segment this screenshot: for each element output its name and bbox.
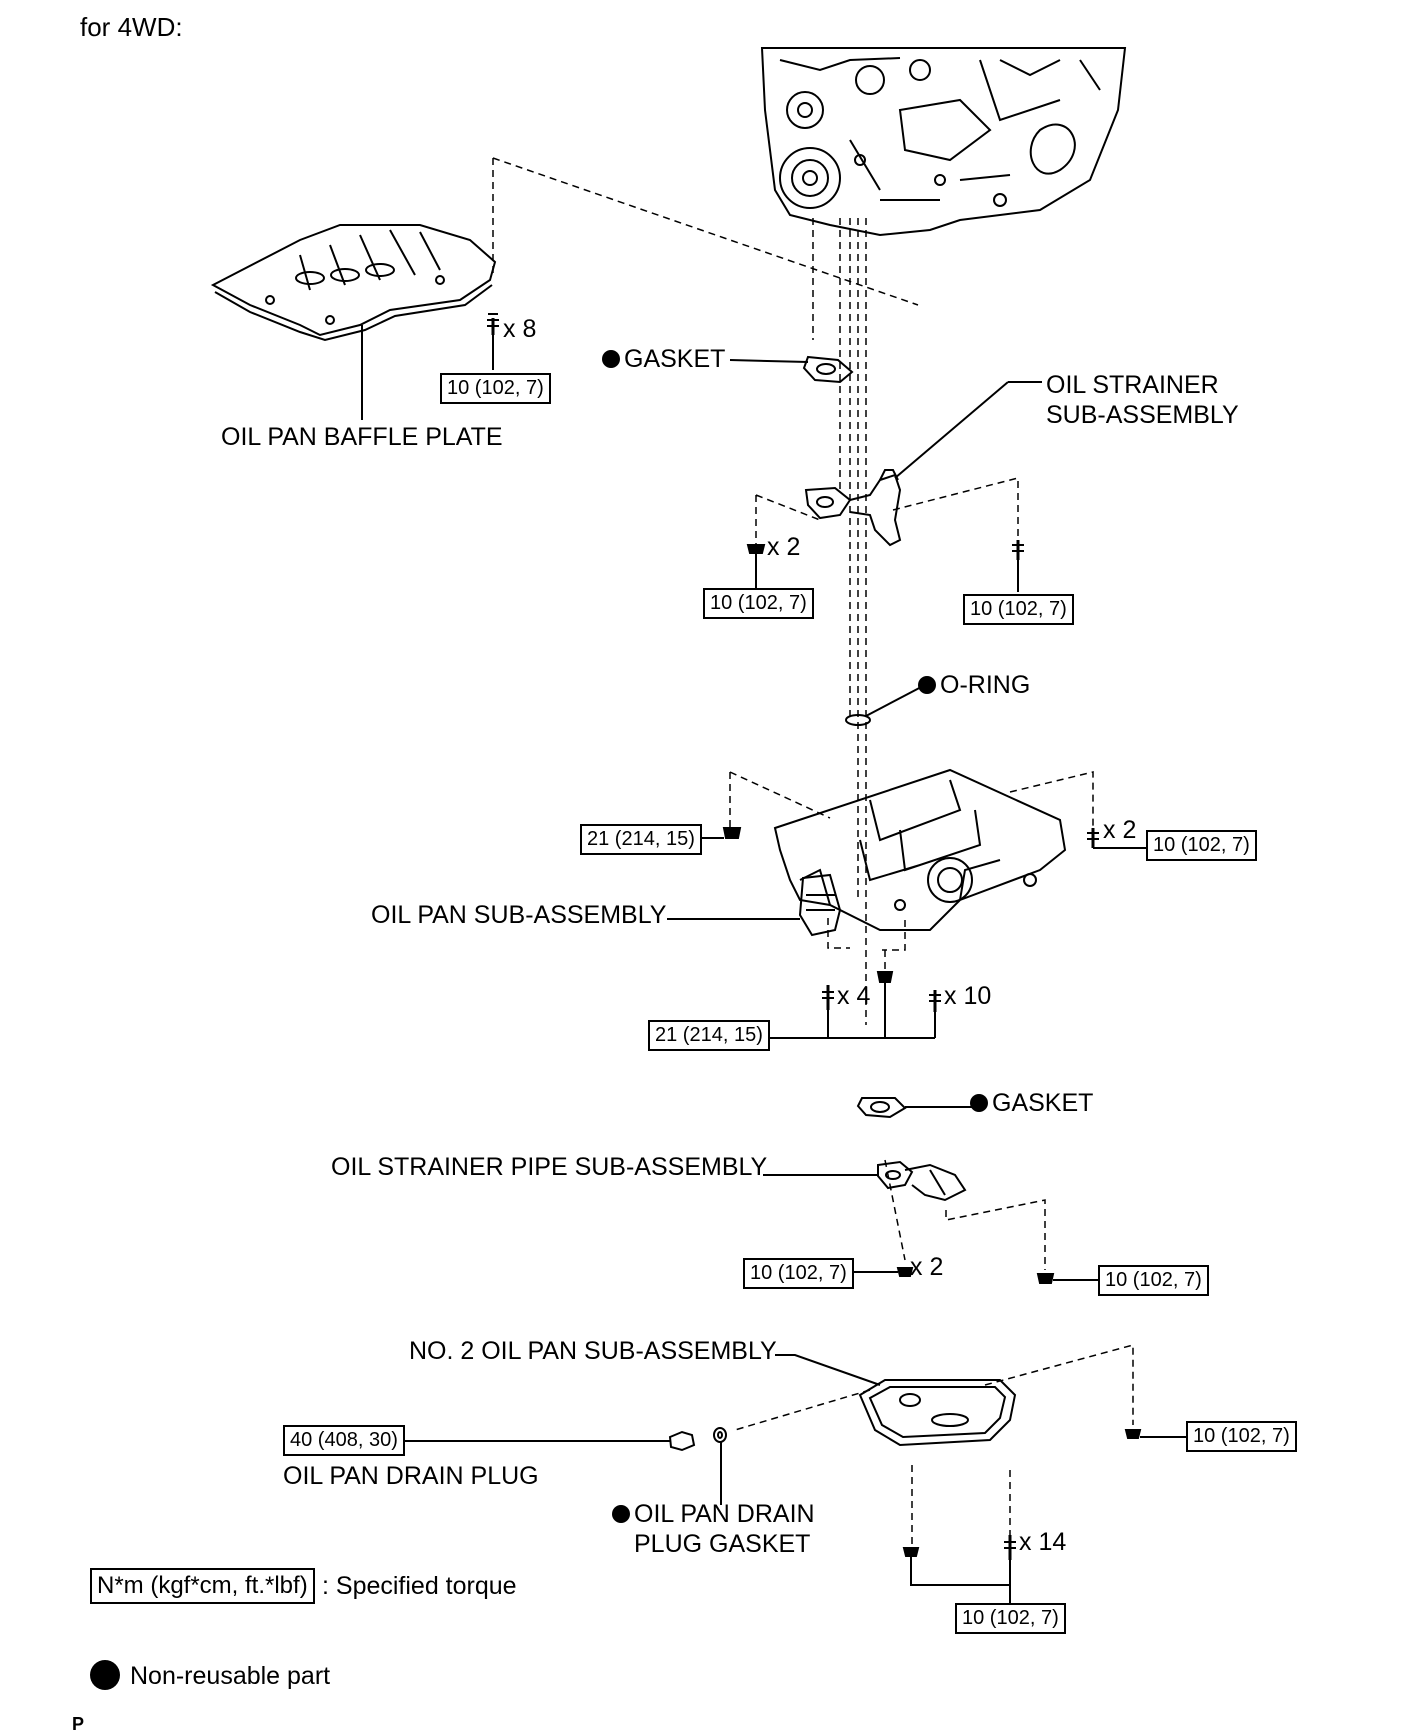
pan-bottom-bolt-a-icon [822,985,834,1010]
gasket-mid-label: GASKET [970,1091,1093,1116]
oil-strainer-illustration [804,469,902,547]
strainer-left-torque-box: 10 (102, 7) [703,588,814,619]
pan-bottom-quantity-a: x 4 [837,982,871,1010]
drain-plug-gasket-icon [713,1427,727,1443]
pan-right-torque-box: 10 (102, 7) [1146,830,1257,861]
baffle-bolt-icon [487,313,499,335]
pan-bottom-bolt-b-icon [929,990,941,1012]
pan-left-nut-icon [722,827,742,839]
pipe-right-torque-box: 10 (102, 7) [1098,1265,1209,1296]
pan-bottom-nut-icon [876,971,894,983]
drain-plug-icon [668,1430,696,1452]
gasket-mid-illustration [856,1097,907,1119]
legend-torque-unit-box: N*m (kgf*cm, ft.*lbf) [90,1568,315,1604]
pan-right-bolt-icon [1087,828,1099,848]
no2-oil-pan-leader [775,1354,881,1386]
oil-pan-label: OIL PAN SUB-ASSEMBLY [371,901,667,929]
non-reusable-bullet-icon [970,1094,988,1112]
no2-bottom-nut-icon [902,1547,920,1557]
no2-bottom-torque-box: 10 (102, 7) [955,1603,1066,1634]
drain-plug-torque-box: 40 (408, 30) [283,1425,405,1456]
no2-oil-pan-label: NO. 2 OIL PAN SUB-ASSEMBLY [409,1337,777,1365]
drain-plug-gasket-text: OIL PAN DRAIN PLUG GASKET [634,1500,815,1558]
strainer-nut-icon [746,544,766,554]
oil-strainer-pipe-illustration [877,1160,967,1202]
non-reusable-bullet-icon [612,1505,630,1523]
oil-pan-baffle-plate-label: OIL PAN BAFFLE PLATE [221,423,503,451]
pan-bottom-quantity-b: x 10 [944,982,992,1010]
drain-plug-label: OIL PAN DRAIN PLUG [283,1462,539,1490]
pan-left-torque-box: 21 (214, 15) [580,824,702,855]
oil-pan-baffle-plate-illustration [210,224,497,342]
o-ring-label: O-RING [918,673,1030,698]
gasket-top-text: GASKET [624,345,726,373]
gasket-top-leader [729,359,809,363]
footer-code: P [72,1714,85,1734]
oil-strainer-label: OIL STRAINER SUB-ASSEMBLY [1046,371,1239,429]
pipe-left-nut-icon [896,1267,914,1277]
legend-nonreusable-text: Non-reusable part [130,1662,331,1690]
strainer-nut-quantity: x 2 [767,533,801,561]
oil-strainer-pipe-label: OIL STRAINER PIPE SUB-ASSEMBLY [331,1153,768,1181]
o-ring-text: O-RING [940,671,1031,699]
pipe-nut-quantity: x 2 [910,1253,944,1281]
engine-block-illustration [760,47,1127,237]
no2-oil-pan-illustration [858,1379,1017,1447]
non-reusable-legend-icon [90,1660,120,1690]
gasket-top-label: GASKET [602,347,725,372]
pipe-right-nut-icon [1036,1273,1055,1284]
legend-torque-text: : Specified torque [322,1572,517,1600]
oil-pan-illustration [773,768,1067,937]
o-ring-illustration [845,714,871,726]
pan-bottom-leaders [765,982,936,1039]
pan-right-bolt-quantity: x 2 [1103,816,1137,844]
no2-right-torque-box: 10 (102, 7) [1186,1421,1297,1452]
non-reusable-bullet-icon [602,350,620,368]
strainer-right-torque-box: 10 (102, 7) [963,594,1074,625]
baffle-torque-box: 10 (102, 7) [440,373,551,404]
pan-bottom-torque-box: 21 (214, 15) [648,1020,770,1051]
o-ring-leader [865,684,926,717]
alignment-lines [492,157,1134,1560]
page-title: for 4WD: [80,12,183,42]
non-reusable-bullet-icon [918,676,936,694]
pipe-left-torque-box: 10 (102, 7) [743,1258,854,1289]
no2-right-nut-icon [1124,1429,1142,1439]
no2-bolt-quantity: x 14 [1019,1528,1067,1556]
strainer-bolt-icon [1012,540,1024,560]
drain-plug-gasket-label: OIL PAN DRAIN PLUG GASKET [612,1499,815,1559]
gasket-top-illustration [802,355,854,384]
baffle-bolt-quantity: x 8 [503,315,537,343]
no2-bottom-bolt-icon [1004,1535,1016,1560]
gasket-mid-text: GASKET [992,1089,1094,1117]
oil-strainer-leader [894,381,1009,479]
